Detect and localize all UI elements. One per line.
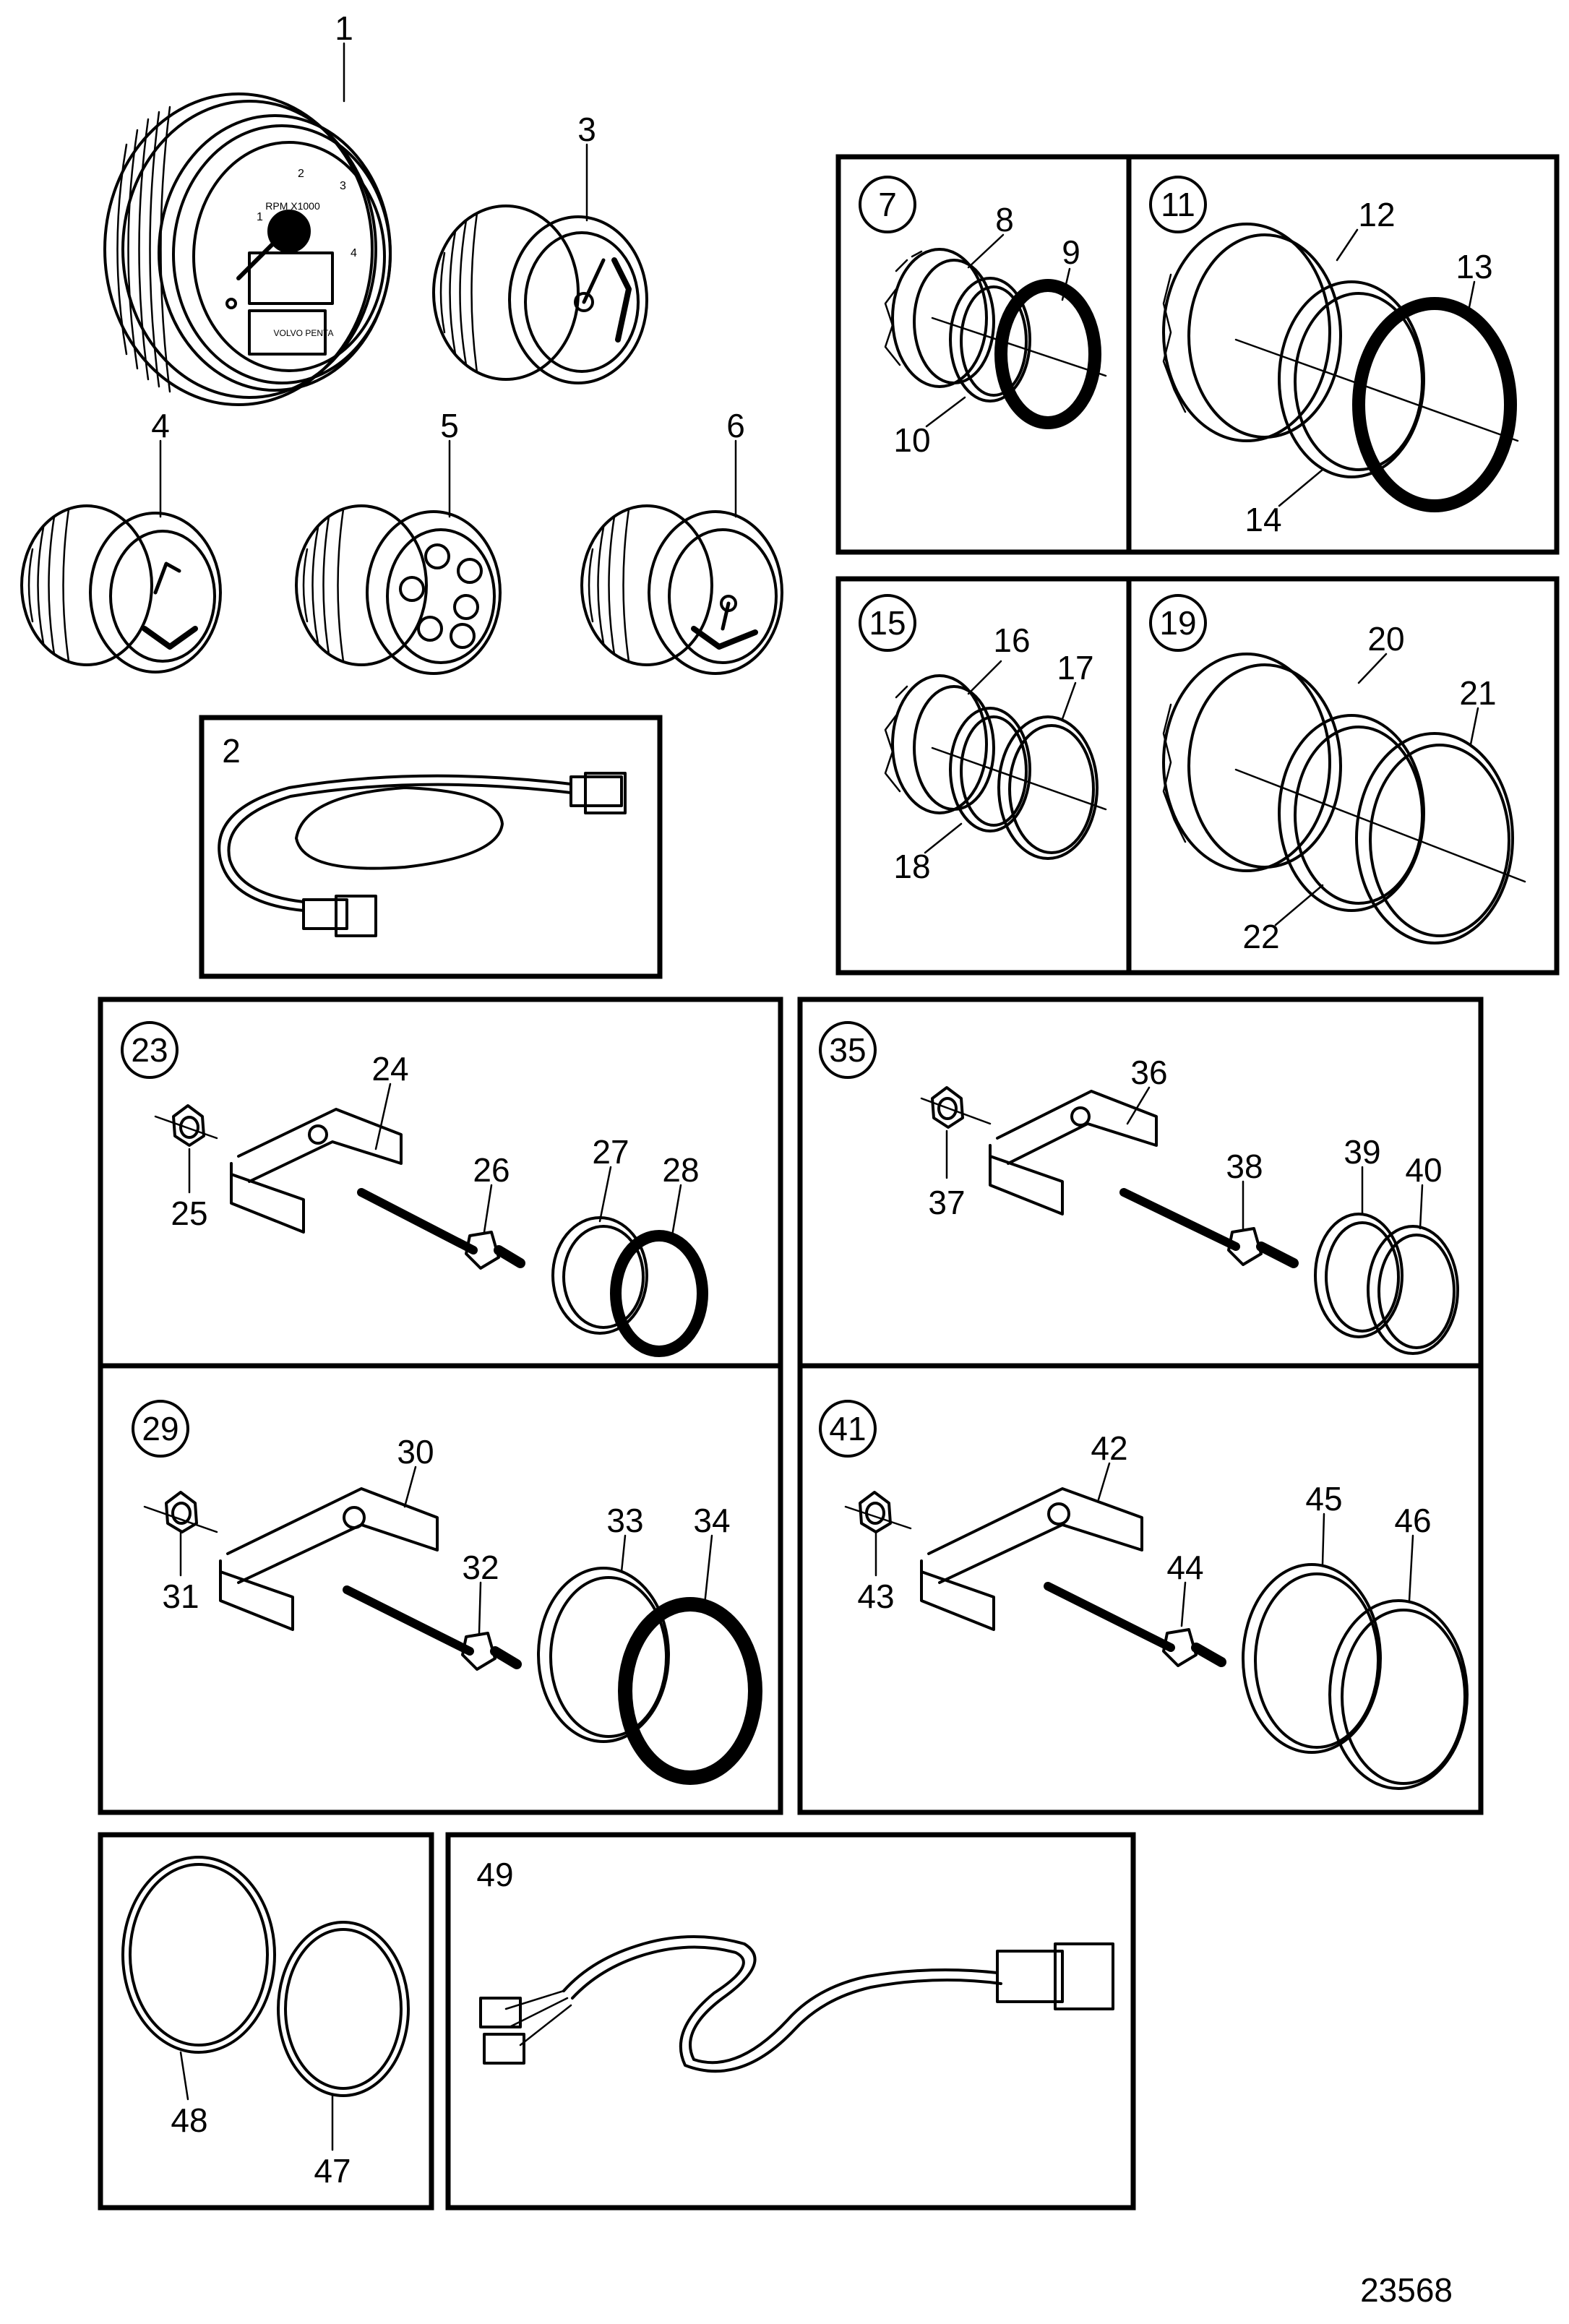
callout-41: 41 [829, 1410, 866, 1447]
callout-32: 32 [462, 1549, 499, 1586]
tach-scale-1: 1 [257, 211, 263, 223]
callout-28: 28 [662, 1151, 699, 1189]
callout-3: 3 [577, 111, 596, 148]
callout-15: 15 [869, 604, 906, 642]
tach-scale-3: 3 [340, 180, 346, 192]
tach-scale-4: 4 [351, 247, 357, 259]
callout-45: 45 [1305, 1480, 1342, 1518]
callout-16: 16 [993, 621, 1030, 659]
bezel-set-7 [884, 248, 1107, 429]
callout-29: 29 [142, 1410, 179, 1447]
callout-17: 17 [1057, 649, 1093, 687]
callout-47: 47 [314, 2152, 351, 2190]
callout-43: 43 [857, 1578, 894, 1615]
cable-harness-2 [218, 772, 627, 937]
callout-23: 23 [131, 1031, 168, 1069]
callout-33: 33 [606, 1502, 643, 1539]
bezel-set-11 [1162, 223, 1519, 512]
bracket-kit-23 [154, 1104, 708, 1357]
callout-26: 26 [473, 1151, 510, 1189]
panel-47-48 [98, 1832, 434, 2211]
gauge-6 [580, 504, 783, 675]
bracket-kit-29 [143, 1487, 762, 1785]
callout-19: 19 [1159, 604, 1196, 642]
kit-number-circles [121, 176, 1207, 1458]
panel-15-19 [835, 576, 1560, 976]
tach-brand-label: VOLVO PENTA [274, 328, 334, 338]
callout-38: 38 [1226, 1148, 1263, 1185]
panel-2 [199, 715, 663, 979]
gauge-1-tachometer [103, 92, 392, 406]
callout-44: 44 [1166, 1549, 1203, 1586]
callout-5: 5 [440, 407, 459, 444]
callout-30: 30 [397, 1433, 434, 1471]
gauge-3 [432, 205, 648, 384]
panel-35-41 [797, 997, 1484, 1815]
callout-27: 27 [592, 1133, 629, 1171]
callout-35: 35 [829, 1031, 866, 1069]
gauge-face-text: RPM X1000 1 2 3 4 VOLVO PENTA [257, 168, 357, 338]
callout-11: 11 [1161, 186, 1195, 223]
callout-48: 48 [171, 2101, 207, 2139]
callout-39: 39 [1344, 1133, 1380, 1171]
bezel-set-15 [884, 674, 1107, 860]
callout-37: 37 [928, 1184, 965, 1221]
callout-25: 25 [171, 1195, 207, 1232]
cable-harness-49 [479, 1935, 1114, 2073]
callout-labels: 1 2 3 4 5 6 7 8 9 10 11 12 13 14 15 16 1… [131, 9, 1496, 2190]
callout-4: 4 [151, 407, 170, 444]
callout-46: 46 [1394, 1502, 1431, 1539]
callout-7: 7 [878, 186, 897, 223]
tach-scale-2: 2 [298, 168, 304, 180]
callout-21: 21 [1459, 674, 1496, 712]
callout-20: 20 [1367, 620, 1404, 658]
callout-2: 2 [222, 732, 241, 770]
callout-42: 42 [1091, 1429, 1127, 1467]
panel-7-11 [835, 154, 1560, 555]
callout-34: 34 [693, 1502, 730, 1539]
callout-18: 18 [893, 848, 930, 885]
leader-lines [159, 42, 1479, 2151]
bracket-kit-41 [844, 1487, 1469, 1790]
tach-unit-label: RPM X1000 [265, 200, 320, 212]
callout-36: 36 [1130, 1054, 1167, 1091]
drawing-number: 23568 [1360, 2271, 1453, 2309]
callout-12: 12 [1358, 196, 1395, 233]
callout-13: 13 [1456, 248, 1492, 285]
callout-40: 40 [1405, 1151, 1442, 1189]
gauge-4 [20, 504, 222, 673]
callout-31: 31 [162, 1578, 199, 1615]
panel-23-29 [98, 997, 783, 1815]
callout-8: 8 [995, 201, 1014, 238]
callout-1: 1 [335, 9, 353, 47]
callout-24: 24 [371, 1050, 408, 1088]
bracket-kit-35 [920, 1086, 1459, 1355]
callout-22: 22 [1242, 918, 1279, 955]
panel-49 [445, 1832, 1136, 2211]
callout-14: 14 [1245, 501, 1281, 538]
gauge-5 [295, 504, 502, 675]
callout-49: 49 [476, 1856, 513, 1893]
callout-10: 10 [893, 421, 930, 459]
seal-rings-47-48 [121, 1856, 410, 2097]
callout-9: 9 [1062, 233, 1080, 271]
callout-6: 6 [726, 407, 745, 444]
bezel-set-19 [1162, 653, 1526, 944]
